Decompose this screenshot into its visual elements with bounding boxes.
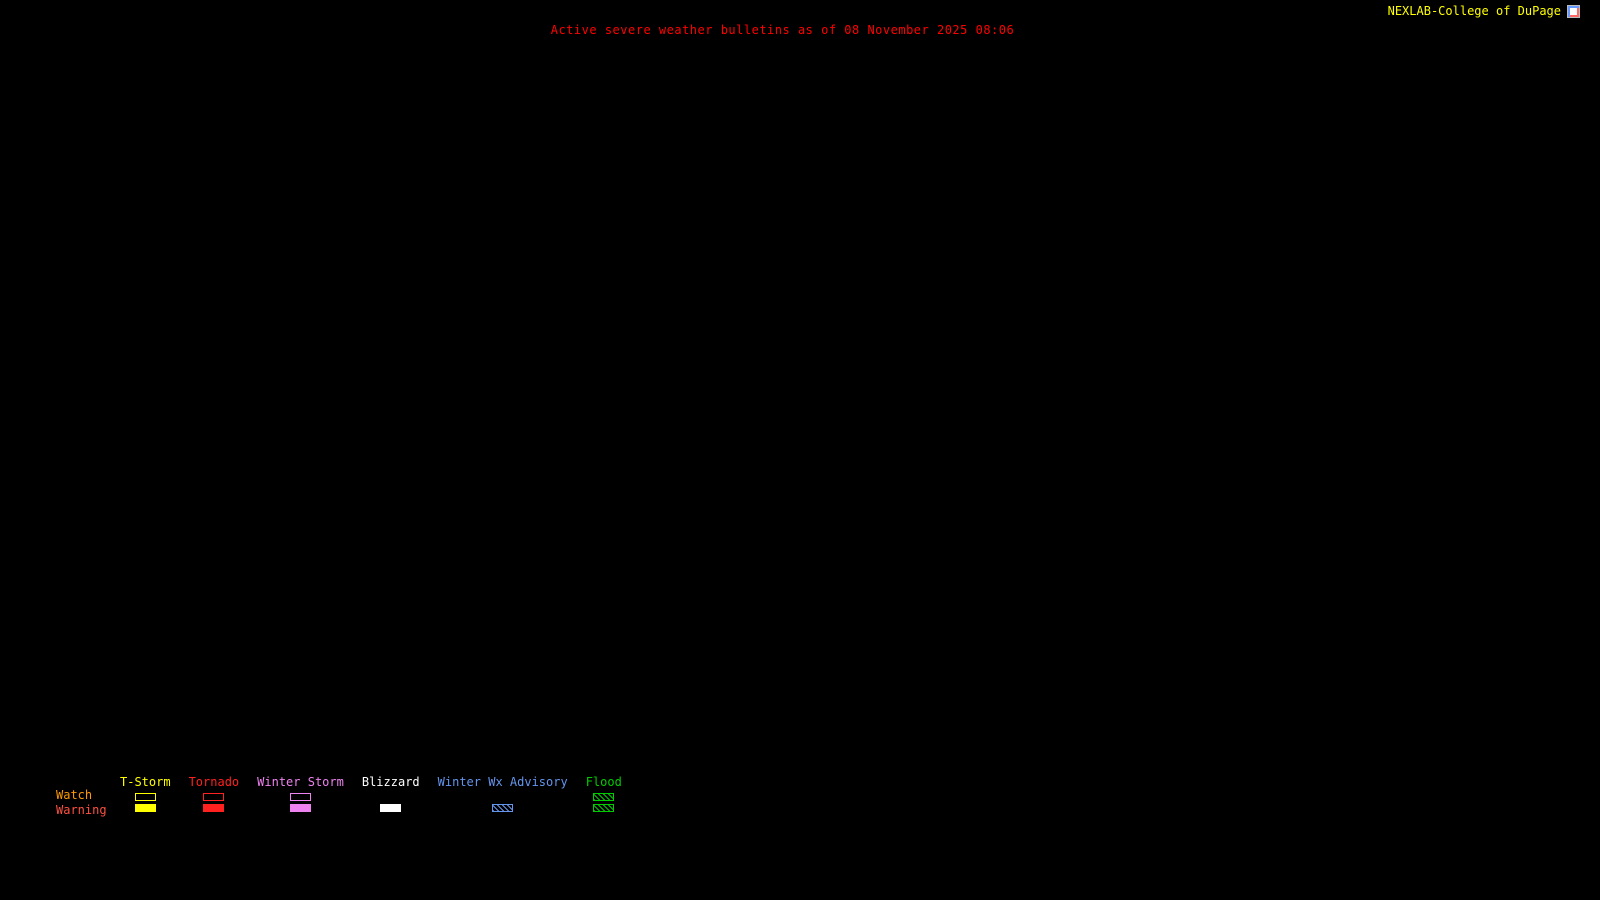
watch-swatch	[134, 793, 156, 801]
legend-column-label: Tornado	[188, 775, 240, 789]
warning-swatch	[290, 804, 311, 812]
legend-column: Tornado	[188, 775, 240, 812]
legend-column-label: Flood	[585, 775, 622, 789]
warning-swatch	[134, 804, 156, 812]
legend-column-label: Winter Storm	[257, 775, 344, 789]
page-title: Active severe weather bulletins as of 08…	[550, 23, 1015, 37]
legend-column-label: Winter Wx Advisory	[437, 775, 568, 789]
brand-icon	[1567, 4, 1580, 18]
legend-columns: T-Storm Tornado Winter Storm Blizzard Winter…	[120, 776, 622, 812]
brand-label: NEXLAB-College of DuPage	[1387, 4, 1561, 18]
legend-column: Winter Storm	[257, 776, 344, 812]
legend-column: T-Storm	[120, 776, 171, 812]
watch-swatch	[593, 793, 615, 801]
warning-row-label: Warning	[56, 803, 107, 817]
legend-column-label: Blizzard	[361, 775, 420, 789]
brand: NEXLAB-College of DuPage	[1388, 4, 1580, 18]
warning-swatch	[492, 804, 514, 812]
warning-swatch	[203, 804, 225, 812]
warning-swatch	[380, 804, 402, 812]
legend-column: Flood	[586, 776, 622, 812]
legend-column: Blizzard	[362, 776, 420, 812]
watch-swatch	[290, 793, 311, 801]
watch-swatch	[203, 793, 225, 801]
legend-column-label: T-Storm	[120, 775, 171, 789]
legend-column: Winter Wx Advisory	[438, 776, 568, 812]
watch-row-label: Watch	[56, 788, 93, 802]
warning-swatch	[593, 804, 615, 812]
